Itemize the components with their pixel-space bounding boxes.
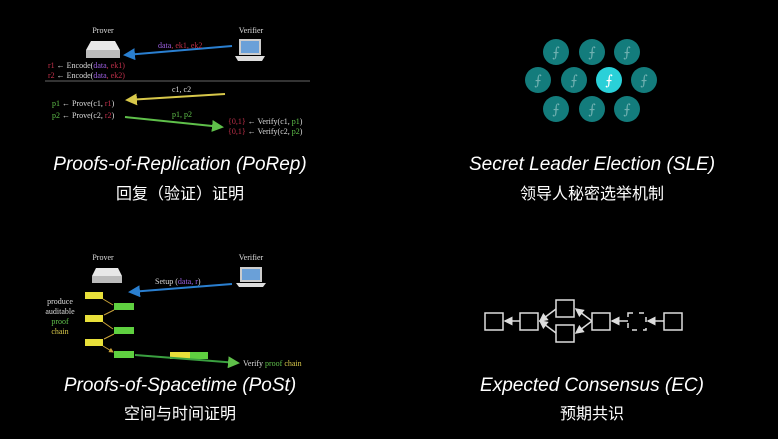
chain-block-yellow <box>85 292 103 299</box>
chain-block-green <box>190 352 208 359</box>
ec-subtitle: 预期共识 <box>559 404 624 423</box>
coin <box>614 39 640 65</box>
filecoin-icon: ⨍ <box>623 102 630 118</box>
verify-2: {0,1} ← Verify(c2, p2) <box>228 127 303 136</box>
pending-block <box>627 312 647 331</box>
coin <box>525 67 551 93</box>
filecoin-icon: ⨍ <box>623 45 630 61</box>
proof-text: proof <box>51 317 69 326</box>
server-icon <box>86 41 120 58</box>
filecoin-icon: ⨍ <box>570 73 577 89</box>
auditable-text: auditable <box>45 307 75 316</box>
chain-block-yellow <box>85 315 103 322</box>
coin <box>614 96 640 122</box>
server-icon <box>92 268 122 283</box>
coin <box>579 96 605 122</box>
verify-proof-chain: Verify proof chain <box>243 359 302 368</box>
chain-block-yellow <box>170 352 190 359</box>
proofs-label: p1, p2 <box>172 110 192 119</box>
filecoin-icon: ⨍ <box>588 102 595 118</box>
coin <box>631 67 657 93</box>
prove-p2: p2 ← Prove(c2, r2) <box>52 111 115 120</box>
post-subtitle: 空间与时间证明 <box>123 404 236 423</box>
encode-r2: r2 ← Encode(data, ek2) <box>48 71 125 80</box>
block <box>555 324 575 343</box>
verifier-label: Verifier <box>239 26 264 35</box>
post-title: Proofs-of-Spacetime (PoSt) <box>63 375 297 396</box>
chain-block-green <box>114 351 134 358</box>
coin-highlighted <box>596 67 622 93</box>
prove-p1: p1 ← Prove(c1, r1) <box>52 99 115 108</box>
coin <box>543 39 569 65</box>
challenge-label: c1, c2 <box>172 85 191 94</box>
sle-title: Secret Leader Election (SLE) <box>468 154 716 175</box>
verify-1: {0,1} ← Verify(c1, p1) <box>228 117 303 126</box>
chain-text: chain <box>51 327 68 336</box>
proof-chain <box>85 292 240 369</box>
ec-diagram <box>484 299 683 343</box>
send-label: data, ek1, ek2 <box>158 41 202 50</box>
prover-label: Prover <box>92 253 114 262</box>
sle-coins: ⨍ ⨍ ⨍ ⨍ ⨍ ⨍ ⨍ ⨍ ⨍ ⨍ <box>525 39 657 122</box>
porep-subtitle: 回复（验证）证明 <box>115 184 244 203</box>
coin <box>543 96 569 122</box>
filecoin-icon: ⨍ <box>588 45 595 61</box>
verifier-label: Verifier <box>239 253 264 262</box>
chain-block-yellow <box>85 339 103 346</box>
post-diagram: Prover Verifier Setup (data, r) produce … <box>45 253 302 369</box>
block <box>591 312 611 331</box>
filecoin-icon: ⨍ <box>552 45 559 61</box>
sle-subtitle: 领导人秘密选举机制 <box>519 184 664 203</box>
filecoin-icon: ⨍ <box>552 102 559 118</box>
laptop-icon <box>235 39 265 61</box>
block <box>555 299 575 318</box>
chain-block-green <box>114 327 134 334</box>
prover-label: Prover <box>92 26 114 35</box>
porep-title: Proofs-of-Replication (PoRep) <box>53 154 307 175</box>
filecoin-icon: ⨍ <box>605 73 612 89</box>
chain-block-green <box>114 303 134 310</box>
laptop-icon <box>236 267 266 287</box>
produce-text: produce <box>47 297 73 306</box>
porep-diagram: Prover Verifier data, ek1, ek2 r1 ← Enco… <box>45 26 310 136</box>
coin <box>561 67 587 93</box>
block <box>663 312 683 331</box>
filecoin-icon: ⨍ <box>534 73 541 89</box>
coin <box>579 39 605 65</box>
block <box>519 312 539 331</box>
encode-r1: r1 ← Encode(data, ek1) <box>48 61 125 70</box>
ec-title: Expected Consensus (EC) <box>480 375 704 396</box>
setup-label: Setup (data, r) <box>155 277 201 286</box>
filecoin-icon: ⨍ <box>640 73 647 89</box>
block <box>484 312 504 331</box>
